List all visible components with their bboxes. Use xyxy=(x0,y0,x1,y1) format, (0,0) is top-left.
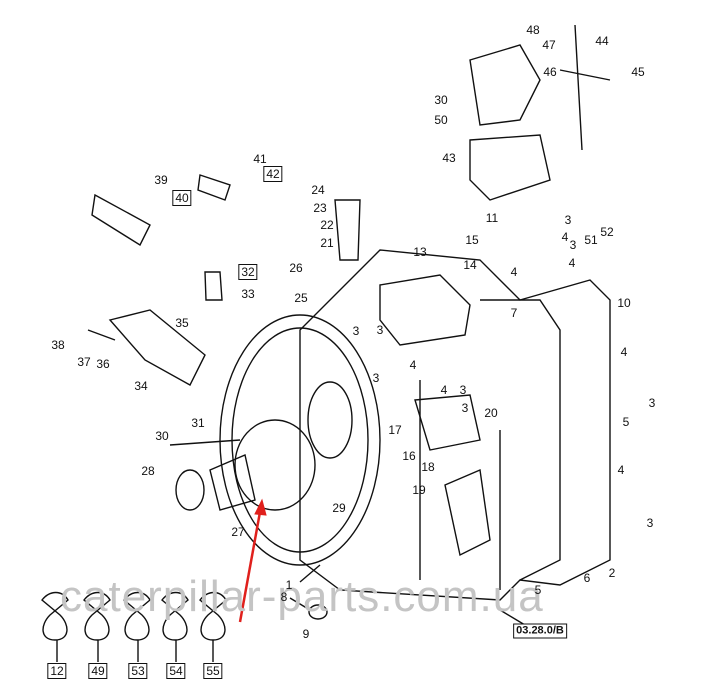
callout-3: 3 xyxy=(646,516,654,530)
top-valve-assembly xyxy=(469,44,541,126)
callout-30: 30 xyxy=(155,429,169,443)
watermark: caterpillar-parts.com.ua xyxy=(60,572,544,621)
lever xyxy=(559,24,611,151)
callout-47: 47 xyxy=(542,38,556,52)
callout-34: 34 xyxy=(134,379,148,393)
callout-3: 3 xyxy=(352,324,360,338)
pump-cover xyxy=(234,419,316,511)
callout-4: 4 xyxy=(561,230,569,244)
callout-48: 48 xyxy=(526,23,540,37)
callout-3: 3 xyxy=(648,396,656,410)
callout-23: 23 xyxy=(313,201,327,215)
callout-4: 4 xyxy=(617,463,625,477)
callout-15: 15 xyxy=(465,233,479,247)
callout-4: 4 xyxy=(510,265,518,279)
callout-4: 4 xyxy=(568,256,576,270)
callout-5: 5 xyxy=(534,583,542,597)
reference-code: 03.28.0/B xyxy=(513,623,567,639)
callout-54: 54 xyxy=(166,663,186,679)
callout-4: 4 xyxy=(440,383,448,397)
callout-33: 33 xyxy=(241,287,255,301)
callout-3: 3 xyxy=(569,238,577,252)
callout-1: 1 xyxy=(285,578,293,592)
sealant-tubes xyxy=(41,591,227,662)
callout-16: 16 xyxy=(402,449,416,463)
callout-43: 43 xyxy=(442,151,456,165)
callout-14: 14 xyxy=(463,258,477,272)
callout-37: 37 xyxy=(77,355,91,369)
relief-valve xyxy=(91,193,151,247)
callout-3: 3 xyxy=(372,371,380,385)
callout-35: 35 xyxy=(175,316,189,330)
callout-38: 38 xyxy=(51,338,65,352)
callout-9: 9 xyxy=(302,627,310,641)
callout-31: 31 xyxy=(191,416,205,430)
control-valve xyxy=(379,274,471,346)
drain-plug xyxy=(308,604,328,620)
callout-29: 29 xyxy=(332,501,346,515)
callout-24: 24 xyxy=(311,183,325,197)
callout-51: 51 xyxy=(584,233,598,247)
callout-4: 4 xyxy=(620,345,628,359)
callout-18: 18 xyxy=(421,460,435,474)
callout-41: 41 xyxy=(253,152,267,166)
callout-4: 4 xyxy=(409,358,417,372)
breather-assembly xyxy=(108,309,206,386)
callout-12: 12 xyxy=(47,663,67,679)
callout-7: 7 xyxy=(510,306,518,320)
oil-filter xyxy=(444,468,491,557)
callout-52: 52 xyxy=(600,225,614,239)
callout-50: 50 xyxy=(434,113,448,127)
callout-32: 32 xyxy=(238,264,258,280)
bell-housing-flange xyxy=(219,314,381,566)
red-pointer-arrow xyxy=(238,498,267,623)
callout-3: 3 xyxy=(564,213,572,227)
callout-6: 6 xyxy=(583,571,591,585)
callout-45: 45 xyxy=(631,65,645,79)
callout-42: 42 xyxy=(263,166,283,182)
callout-17: 17 xyxy=(388,423,402,437)
input-shaft xyxy=(209,454,256,511)
callout-36: 36 xyxy=(96,357,110,371)
callout-46: 46 xyxy=(543,65,557,79)
callout-3: 3 xyxy=(461,401,469,415)
transmission-housing xyxy=(299,249,611,601)
callout-28: 28 xyxy=(141,464,155,478)
callout-3: 3 xyxy=(459,383,467,397)
callout-11: 11 xyxy=(485,211,499,225)
callout-8: 8 xyxy=(280,590,288,604)
callout-22: 22 xyxy=(320,218,334,232)
callout-39: 39 xyxy=(154,173,168,187)
callout-10: 10 xyxy=(617,296,631,310)
callout-44: 44 xyxy=(595,34,609,48)
callout-40: 40 xyxy=(172,190,192,206)
callout-53: 53 xyxy=(128,663,148,679)
callout-49: 49 xyxy=(88,663,108,679)
callout-5: 5 xyxy=(622,415,630,429)
callout-26: 26 xyxy=(289,261,303,275)
callout-2: 2 xyxy=(608,566,616,580)
callout-21: 21 xyxy=(320,236,334,250)
callout-27: 27 xyxy=(231,525,245,539)
callout-3: 3 xyxy=(376,323,384,337)
callout-25: 25 xyxy=(294,291,308,305)
callout-20: 20 xyxy=(484,406,498,420)
callout-13: 13 xyxy=(413,245,427,259)
callout-55: 55 xyxy=(203,663,223,679)
callout-30: 30 xyxy=(434,93,448,107)
callout-19: 19 xyxy=(412,483,426,497)
sensor xyxy=(204,271,223,301)
